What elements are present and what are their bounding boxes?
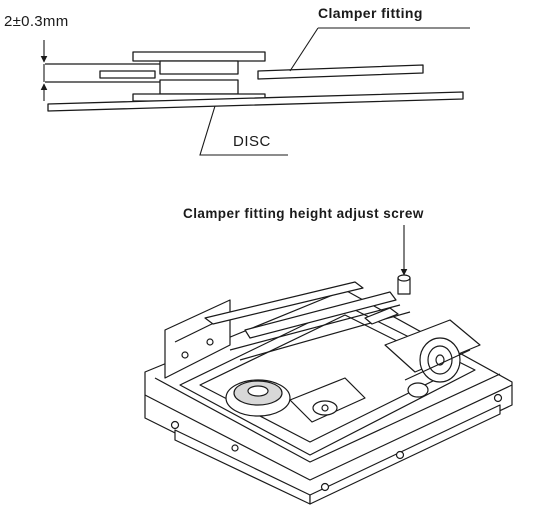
disc-label: DISC [233, 133, 271, 150]
clamper-upper-hub [159, 60, 239, 75]
guide-bar-mid [244, 291, 397, 339]
clamper-plate-right [257, 64, 424, 80]
cd-mechanism-illustration [144, 274, 513, 505]
clamper-cross-section [45, 51, 464, 112]
clamper-plate-left [99, 70, 156, 79]
leader-lines [199, 27, 470, 276]
disc-section [47, 91, 464, 112]
clamper-fitting-label: Clamper fitting [318, 5, 423, 21]
pickup-unit [289, 377, 366, 423]
guide-bar-rear [204, 281, 364, 325]
adjust-screw-label: Clamper fitting height adjust screw [183, 206, 424, 221]
clamper-top-flange [132, 51, 266, 62]
clamper-lower-hub [159, 79, 239, 95]
tolerance-label: 2±0.3mm [4, 13, 69, 30]
